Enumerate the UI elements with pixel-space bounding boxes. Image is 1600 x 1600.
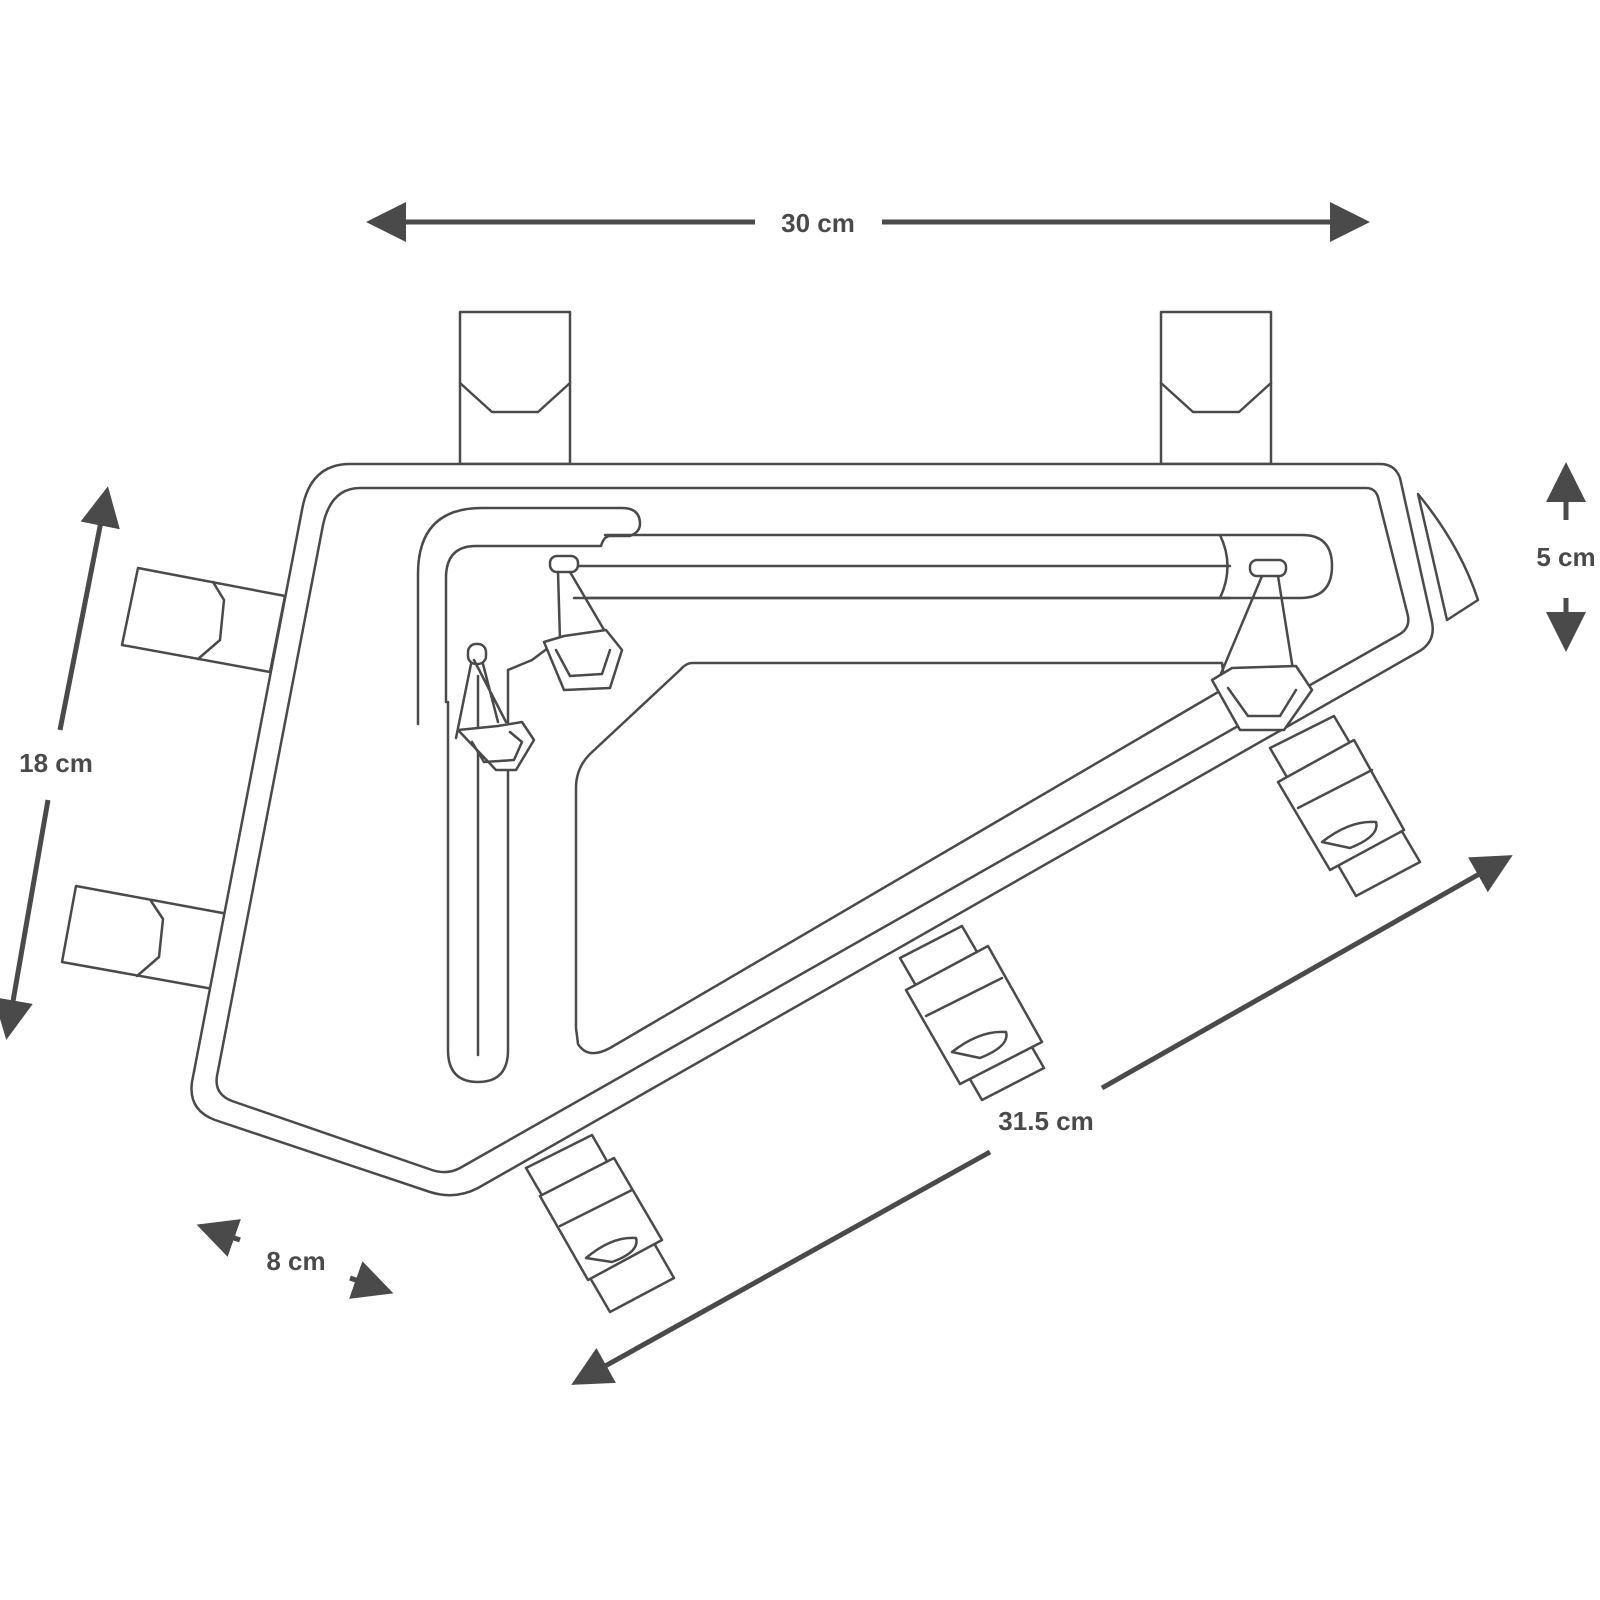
arrow-bottom-length-up [1100, 855, 1513, 1091]
front-nose-piece [1416, 492, 1480, 622]
bag-inner-panel [215, 486, 1410, 1174]
dimension-labels: 30 cm 18 cm 5 cm 31.5 cm 8 cm [19, 208, 1596, 1276]
arrow-depth-bottom-right [349, 1261, 394, 1299]
side-strap-upper [120, 566, 287, 674]
bag-outer-shell [190, 462, 1434, 1197]
dimension-arrows [0, 202, 1586, 1385]
side-strap-lower [60, 884, 230, 991]
top-strap-left [458, 310, 572, 466]
zip-puller-main-left [542, 554, 624, 692]
zip-garage-left [416, 506, 642, 726]
bag-illustration [60, 310, 1480, 1314]
arrow-height-up [57, 486, 120, 731]
label-bottom-length: 31.5 cm [998, 1106, 1093, 1136]
zip-puller-main-right [1210, 558, 1314, 732]
bottom-strap-buckle-2 [898, 924, 1046, 1102]
label-depth-front: 5 cm [1536, 542, 1595, 572]
arrow-bottom-length-down [571, 1149, 992, 1385]
zip-puller-side [454, 642, 536, 772]
arrow-height-down [0, 799, 51, 1040]
main-zip-track [572, 533, 1334, 600]
label-depth-bottom: 8 cm [266, 1246, 325, 1276]
main-compartment-outline [574, 661, 1227, 1055]
arrow-depth-bottom-left [196, 1219, 241, 1257]
bottom-strap-buckle-3 [1268, 714, 1422, 898]
label-height: 18 cm [19, 748, 93, 778]
label-top-width: 30 cm [781, 208, 855, 238]
bottom-strap-buckle-1 [524, 1133, 676, 1314]
top-strap-right [1159, 310, 1273, 466]
